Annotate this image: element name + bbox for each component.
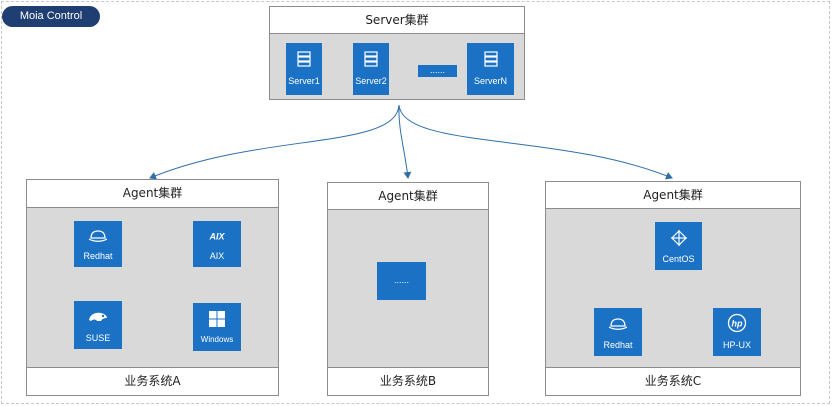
agent-node-aix[interactable]: AIX AIX (193, 221, 241, 267)
agent-node-label: HP-UX (722, 340, 751, 350)
agent-cluster-c: Agent集群 CentOS Redhat hp HP-UX 业务系统C (545, 181, 801, 396)
agent-node-windows[interactable]: Windows (193, 303, 241, 351)
agent-node-label: Redhat (83, 251, 113, 261)
server-cluster-panel: Server1 Server2 ...... ServerN (270, 34, 524, 99)
server-cluster: Server集群 Server1 Server2 ...... (269, 6, 525, 100)
server-ellipsis: ...... (418, 65, 457, 77)
agent-node-suse[interactable]: SUSE (74, 301, 122, 349)
agent-node-label: SUSE (85, 333, 111, 343)
server-node-2[interactable]: Server2 (353, 43, 389, 95)
business-system-label: 业务系统C (546, 367, 800, 395)
link-to-cluster-a (149, 104, 400, 180)
agent-cluster-title: Agent集群 (546, 182, 800, 209)
agent-cluster-title: Agent集群 (27, 180, 278, 208)
agent-cluster-b: Agent集群 ...... 业务系统B (327, 182, 489, 396)
server-node-n[interactable]: ServerN (467, 43, 514, 95)
agent-node-label: CentOS (662, 254, 695, 264)
agent-node-label: Windows (200, 335, 234, 344)
link-to-cluster-c (398, 104, 673, 180)
server-node-1[interactable]: Server1 (286, 43, 322, 95)
agent-node-label: Redhat (603, 340, 633, 350)
aix-icon: AIX (208, 232, 225, 242)
server-label: Server1 (288, 76, 320, 86)
agent-cluster-title: Agent集群 (328, 183, 488, 210)
windows-icon (209, 311, 225, 327)
server-icon (483, 51, 498, 67)
centos-icon (670, 230, 687, 246)
redhat-icon (88, 230, 108, 242)
hp-icon: hp (727, 313, 747, 333)
link-to-cluster-b (398, 104, 412, 179)
app-badge[interactable]: Moia Control (2, 6, 100, 27)
server-cluster-title: Server集群 (270, 7, 524, 34)
business-system-label: 业务系统B (328, 367, 488, 395)
server-label: ServerN (473, 76, 507, 86)
agent-node-redhat[interactable]: Redhat (594, 308, 642, 356)
agent-node-ellipsis[interactable]: ...... (377, 262, 426, 300)
server-label: Server2 (355, 76, 387, 86)
svg-text:AIX: AIX (208, 232, 225, 242)
svg-text:hp: hp (732, 319, 743, 329)
agent-node-label: AIX (209, 251, 225, 261)
agent-cluster-a: Agent集群 Redhat AIX AIX SUSE Windows 业务系统… (26, 179, 279, 396)
business-system-label: 业务系统A (27, 367, 278, 395)
agent-node-centos[interactable]: CentOS (655, 222, 702, 270)
suse-icon (89, 312, 107, 321)
agent-node-redhat[interactable]: Redhat (74, 221, 122, 267)
server-icon (364, 51, 378, 67)
server-icon (297, 51, 311, 67)
redhat-icon (608, 318, 628, 330)
agent-node-hpux[interactable]: hp HP-UX (713, 308, 761, 356)
